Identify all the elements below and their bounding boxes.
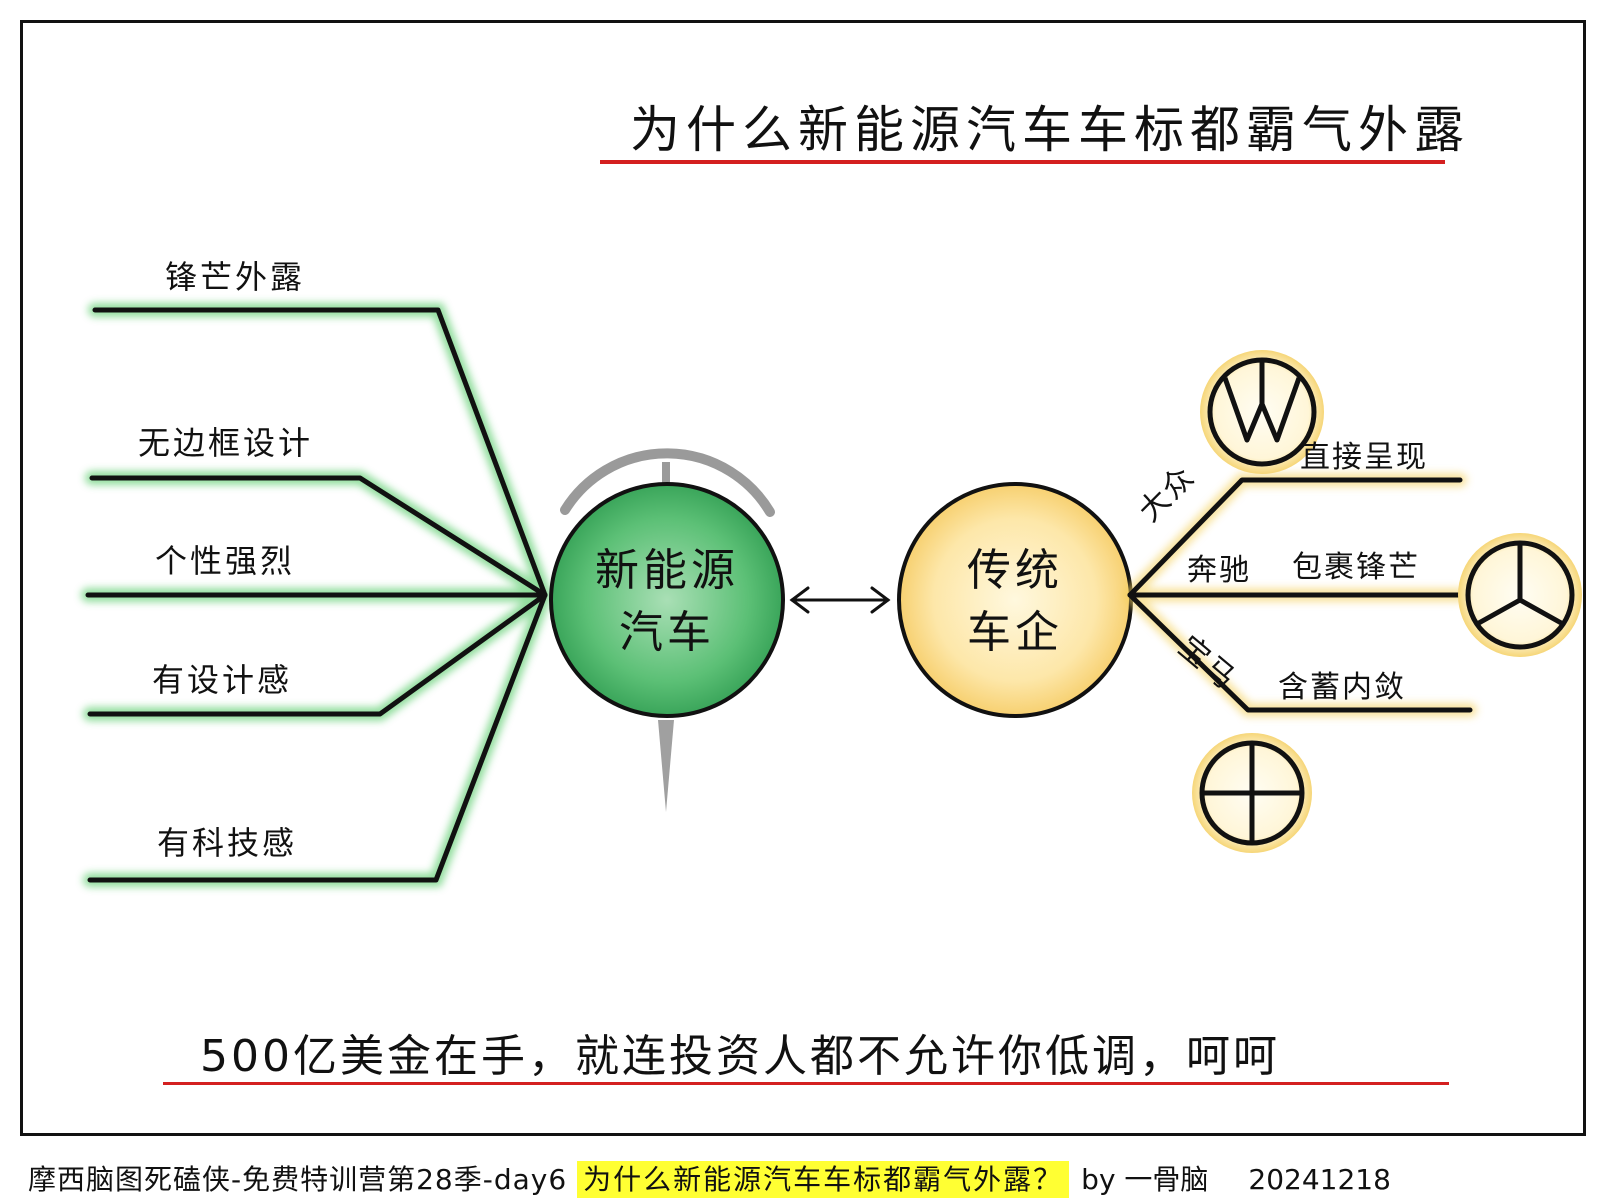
node-new-energy-line2: 汽车 [619,607,715,658]
branch-label-3: 个性强烈 [155,542,296,580]
branch-vw [1127,477,1463,598]
bmw-logo-icon [1192,733,1312,853]
branch-label-2: 无边框设计 [138,424,314,462]
branch-line-4 [87,592,548,717]
left-branches [85,307,548,883]
trait-label-vw: 直接呈现 [1300,440,1428,475]
node-new-energy-line1: 新能源 [595,545,739,596]
double-arrow [789,586,891,614]
node-traditional: 传统 车企 [915,540,1115,664]
branch-line-5 [87,592,548,883]
vw-logo-icon [1200,350,1324,474]
footer: 摩西脑图死磕侠-免费特训营第28季-day6 为什么新能源汽车车标都霸气外露？ by… [28,1158,1391,1198]
footer-highlight: 为什么新能源汽车车标都霸气外露？ [577,1161,1070,1198]
branch-line-1 [92,307,548,598]
footer-course: 摩西脑图死磕侠-免费特训营第28季-day6 [28,1163,568,1196]
page-title: 为什么新能源汽车车标都霸气外露 [630,101,1470,159]
bottom-underline [163,1082,1449,1085]
footer-date: 20241218 [1248,1163,1391,1196]
title-underline [600,160,1445,164]
pin-decoration [560,448,775,812]
branch-label-4: 有设计感 [152,661,293,699]
branch-line-2 [89,475,548,598]
branch-label-1: 锋芒外露 [165,258,306,296]
right-branches [1127,477,1473,713]
brand-label-benz: 奔驰 [1187,553,1251,588]
trait-label-benz: 包裹锋芒 [1292,550,1420,585]
trait-label-bmw: 含蓄内敛 [1278,670,1406,705]
footer-author: by 一骨脑 [1081,1163,1209,1196]
diagram-frame [20,20,1586,1136]
branch-bmw [1127,592,1473,713]
node-new-energy-circle [549,482,785,718]
branch-label-5: 有科技感 [157,824,298,862]
node-traditional-line1: 传统 [967,545,1063,596]
benz-logo-icon [1458,533,1582,657]
bottom-note: 500亿美金在手，就连投资人都不允许你低调，呵呵 [200,1031,1280,1082]
node-new-energy: 新能源 汽车 [567,540,767,664]
node-traditional-line2: 车企 [967,607,1063,658]
